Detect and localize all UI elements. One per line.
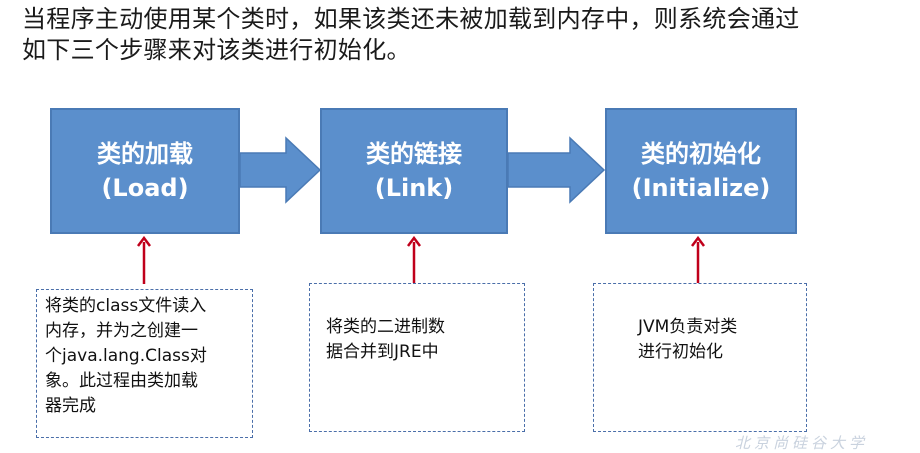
stage-initialize: 类的初始化 (Initialize) xyxy=(605,108,797,234)
intro-line-1: 当程序主动使用某个类时，如果该类还未被加载到内存中，则系统会通过 xyxy=(22,5,800,33)
note-link-line: 将类的二进制数 xyxy=(326,317,445,337)
note-link: 将类的二进制数 据合并到JRE中 xyxy=(309,283,525,432)
note-load-line: 个java.lang.Class对 xyxy=(45,346,207,366)
flow-arrow-link-to-initialize xyxy=(508,136,606,204)
note-link-line: 据合并到JRE中 xyxy=(326,342,439,362)
watermark: 北京尚硅谷大学 xyxy=(735,434,869,452)
intro-line-2: 如下三个步骤来对该类进行初始化。 xyxy=(22,36,411,64)
note-load-line: 内存，并为之创建一 xyxy=(45,321,198,341)
note-initialize-line: JVM负责对类 xyxy=(638,317,738,337)
stage-link-label-zh: 类的链接 xyxy=(366,140,462,168)
stage-link: 类的链接 (Link) xyxy=(320,108,508,234)
pointer-arrow-load xyxy=(137,236,151,284)
note-initialize-line: 进行初始化 xyxy=(638,342,723,362)
stage-load-label-zh: 类的加载 xyxy=(97,140,193,168)
stage-link-label-en: (Link) xyxy=(374,174,454,202)
stage-load: 类的加载 (Load) xyxy=(50,108,240,234)
flow-arrow-load-to-link xyxy=(240,136,322,204)
stage-initialize-label-zh: 类的初始化 xyxy=(641,140,761,168)
note-initialize: JVM负责对类 进行初始化 xyxy=(593,283,807,432)
intro-text: 当程序主动使用某个类时，如果该类还未被加载到内存中，则系统会通过 如下三个步骤来… xyxy=(22,4,912,66)
stage-initialize-label-en: (Initialize) xyxy=(631,174,771,202)
pointer-arrow-initialize xyxy=(691,236,705,284)
stage-load-label-en: (Load) xyxy=(101,174,189,202)
pointer-arrow-link xyxy=(407,236,421,284)
note-load-line: 将类的class文件读入 xyxy=(45,296,207,316)
note-load-line: 器完成 xyxy=(45,396,96,416)
note-load: 将类的class文件读入 内存，并为之创建一 个java.lang.Class对… xyxy=(36,289,253,438)
note-load-line: 象。此过程由类加载 xyxy=(45,371,198,391)
